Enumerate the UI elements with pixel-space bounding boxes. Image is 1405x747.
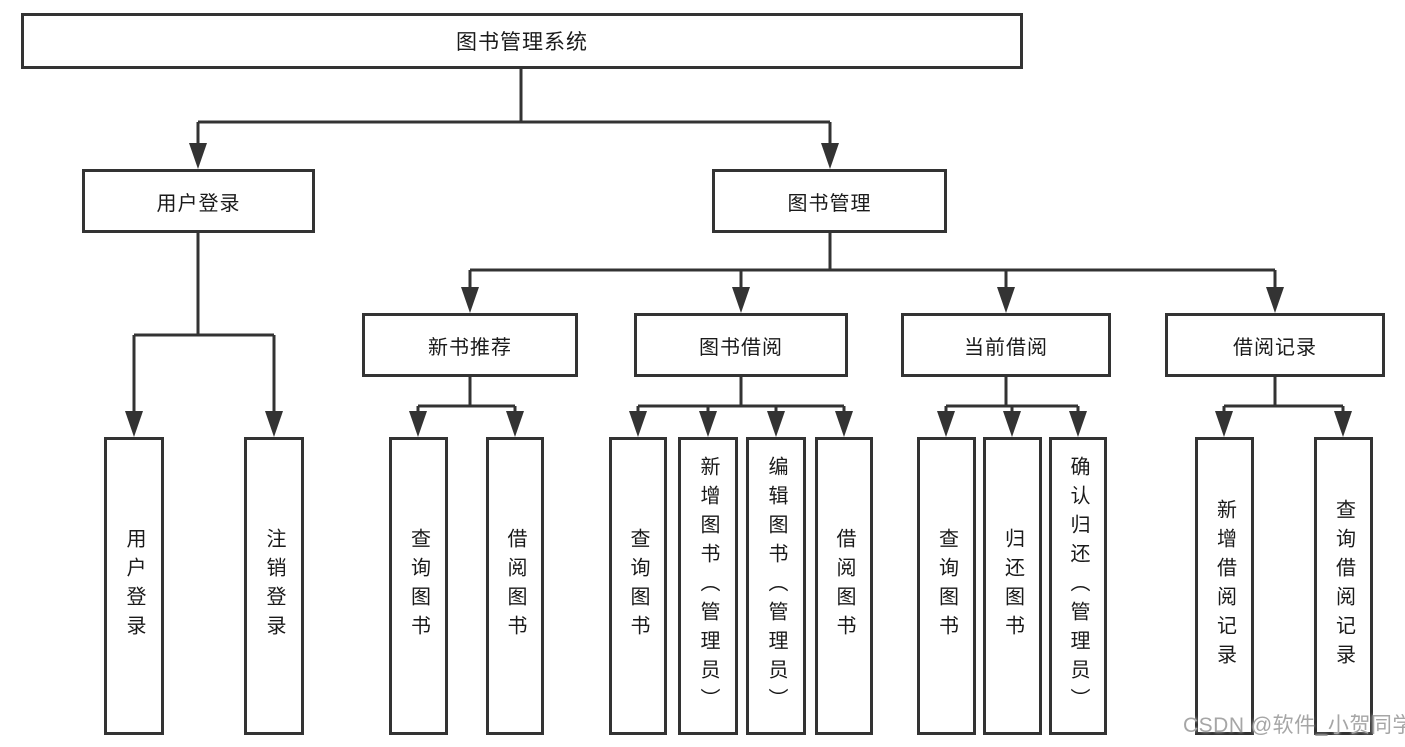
- leaf-edit-books-admin-label: 编辑图书（管理员）: [765, 455, 787, 717]
- leaf-borrow-books-1: 借阅图书: [486, 437, 544, 735]
- leaf-query-books-1: 查询图书: [389, 437, 448, 735]
- node-user-login: 用户登录: [82, 169, 315, 233]
- connector-user-login-to-leaves: [125, 233, 283, 437]
- node-root: 图书管理系统: [21, 13, 1023, 69]
- arrow-down-icon: [629, 411, 647, 437]
- node-book-management: 图书管理: [712, 169, 947, 233]
- node-book-borrowing-label: 图书借阅: [699, 336, 783, 359]
- arrow-down-icon: [189, 143, 207, 169]
- leaf-add-books-admin-label: 新增图书（管理员）: [697, 455, 719, 717]
- arrow-down-icon: [1334, 411, 1352, 437]
- node-borrowing-records: 借阅记录: [1165, 313, 1385, 377]
- connector-new-book-recommend-to-leaves: [409, 377, 524, 437]
- leaf-logout: 注销登录: [244, 437, 304, 735]
- node-user-login-label: 用户登录: [156, 192, 241, 215]
- connector-current-borrowing-to-leaves: [937, 377, 1087, 437]
- leaf-logout-label: 注销登录: [263, 528, 285, 644]
- node-borrowing-records-label: 借阅记录: [1233, 336, 1317, 359]
- node-root-label: 图书管理系统: [456, 31, 588, 54]
- leaf-user-login-label: 用户登录: [123, 528, 145, 644]
- connector-borrowing-records-to-leaves: [1215, 377, 1352, 437]
- connector-root-to-level2: [189, 69, 839, 169]
- arrow-down-icon: [125, 411, 143, 437]
- leaf-add-borrow-record-label: 新增借阅记录: [1213, 499, 1236, 673]
- arrow-down-icon: [835, 411, 853, 437]
- leaf-query-books-2: 查询图书: [609, 437, 667, 735]
- leaf-borrow-books-2: 借阅图书: [815, 437, 873, 735]
- leaf-confirm-return-admin-label: 确认归还（管理员）: [1067, 455, 1089, 717]
- node-new-book-recommend-label: 新书推荐: [428, 336, 512, 359]
- node-new-book-recommend: 新书推荐: [362, 313, 578, 377]
- arrow-down-icon: [461, 287, 479, 313]
- leaf-query-books-3: 查询图书: [917, 437, 976, 735]
- arrow-down-icon: [1003, 411, 1021, 437]
- leaf-return-books-label: 归还图书: [1001, 528, 1024, 644]
- leaf-add-borrow-record: 新增借阅记录: [1195, 437, 1254, 735]
- arrow-down-icon: [1069, 411, 1087, 437]
- arrow-down-icon: [1215, 411, 1233, 437]
- arrow-down-icon: [265, 411, 283, 437]
- node-book-management-label: 图书管理: [787, 192, 872, 215]
- leaf-user-login: 用户登录: [104, 437, 164, 735]
- arrow-down-icon: [699, 411, 717, 437]
- arrow-down-icon: [1266, 287, 1284, 313]
- leaf-edit-books-admin: 编辑图书（管理员）: [746, 437, 806, 735]
- leaf-return-books: 归还图书: [983, 437, 1042, 735]
- arrow-down-icon: [821, 143, 839, 169]
- node-book-borrowing: 图书借阅: [634, 313, 848, 377]
- connector-book-management-to-level3: [461, 233, 1284, 313]
- leaf-query-books-3-label: 查询图书: [935, 528, 958, 644]
- node-current-borrowing: 当前借阅: [901, 313, 1111, 377]
- leaf-borrow-books-2-label: 借阅图书: [833, 528, 855, 644]
- leaf-query-books-1-label: 查询图书: [407, 528, 430, 644]
- leaf-borrow-books-1-label: 借阅图书: [504, 528, 526, 644]
- arrow-down-icon: [732, 287, 750, 313]
- arrow-down-icon: [767, 411, 785, 437]
- leaf-confirm-return-admin: 确认归还（管理员）: [1049, 437, 1107, 735]
- leaf-query-borrow-record-label: 查询借阅记录: [1332, 499, 1355, 673]
- node-current-borrowing-label: 当前借阅: [964, 336, 1048, 359]
- arrow-down-icon: [937, 411, 955, 437]
- connector-book-borrowing-to-leaves: [629, 377, 853, 437]
- leaf-add-books-admin: 新增图书（管理员）: [678, 437, 738, 735]
- arrow-down-icon: [506, 411, 524, 437]
- arrow-down-icon: [409, 411, 427, 437]
- csdn-watermark: CSDN @软件_小贺同学: [1183, 714, 1405, 737]
- leaf-query-borrow-record: 查询借阅记录: [1314, 437, 1373, 735]
- arrow-down-icon: [997, 287, 1015, 313]
- leaf-query-books-2-label: 查询图书: [627, 528, 649, 644]
